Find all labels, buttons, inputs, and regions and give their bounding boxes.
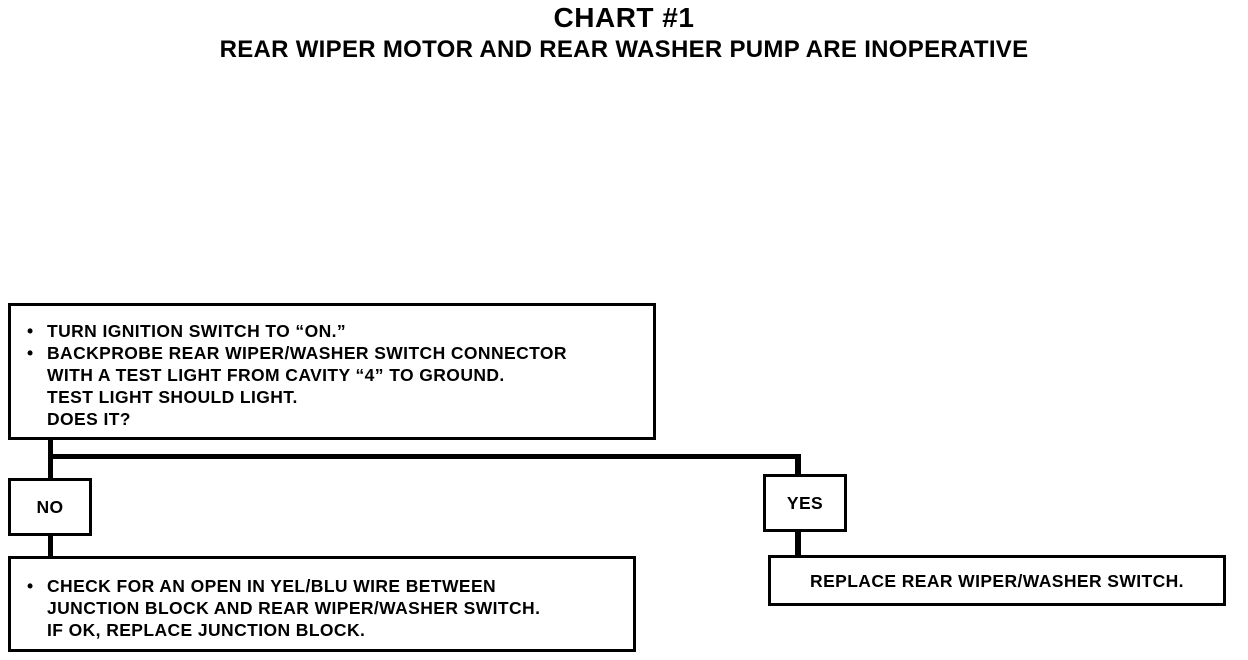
connector-no-to-action — [48, 534, 53, 558]
step-bullet-ignition: TURN IGNITION SWITCH TO “ON.” — [23, 320, 641, 342]
yes-action-box: REPLACE REAR WIPER/WASHER SWITCH. — [768, 555, 1226, 606]
action-text: JUNCTION BLOCK AND REAR WIPER/WASHER SWI… — [47, 598, 541, 618]
action-text: CHECK FOR AN OPEN IN YEL/BLU WIRE BETWEE… — [47, 576, 497, 596]
no-action-box: CHECK FOR AN OPEN IN YEL/BLU WIRE BETWEE… — [8, 556, 636, 652]
chart-subtitle: REAR WIPER MOTOR AND REAR WASHER PUMP AR… — [219, 36, 1029, 63]
connector-horizontal — [48, 454, 801, 459]
no-branch-label-box: NO — [8, 478, 92, 536]
connector-yes-down — [795, 454, 801, 476]
start-step-box: TURN IGNITION SWITCH TO “ON.” BACKPROBE … — [8, 303, 656, 440]
no-action-list: CHECK FOR AN OPEN IN YEL/BLU WIRE BETWEE… — [23, 575, 621, 641]
step-text: WITH A TEST LIGHT FROM CAVITY “4” TO GRO… — [47, 365, 505, 385]
step-text: TURN IGNITION SWITCH TO “ON.” — [47, 321, 347, 341]
no-label: NO — [36, 497, 64, 517]
yes-label: YES — [786, 493, 824, 513]
no-action-bullet: CHECK FOR AN OPEN IN YEL/BLU WIRE BETWEE… — [23, 575, 621, 641]
connector-yes-to-action — [795, 530, 801, 557]
step-bullet-backprobe: BACKPROBE REAR WIPER/WASHER SWITCH CONNE… — [23, 342, 641, 430]
start-step-list: TURN IGNITION SWITCH TO “ON.” BACKPROBE … — [23, 320, 641, 430]
chart-title: CHART #1 — [553, 2, 695, 33]
step-question: DOES IT? — [47, 409, 131, 429]
step-text: BACKPROBE REAR WIPER/WASHER SWITCH CONNE… — [47, 343, 567, 363]
step-text: TEST LIGHT SHOULD LIGHT. — [47, 387, 298, 407]
yes-action-text: REPLACE REAR WIPER/WASHER SWITCH. — [810, 570, 1184, 591]
action-text: IF OK, REPLACE JUNCTION BLOCK. — [47, 620, 366, 640]
yes-branch-label-box: YES — [763, 474, 847, 532]
